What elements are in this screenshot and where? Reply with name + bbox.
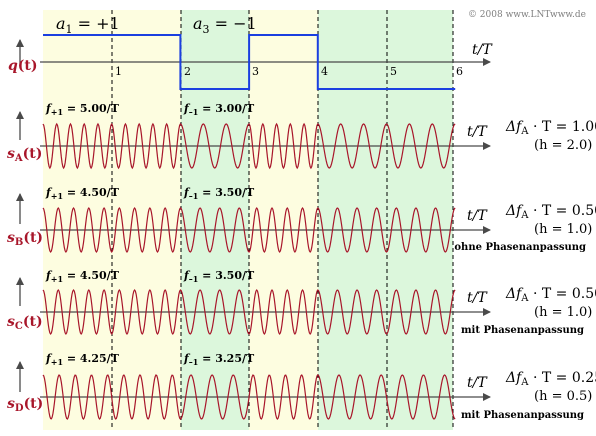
sD-h-label: (h = 0.5) xyxy=(534,389,592,404)
row-sA: sA(t) t/T f+1 = 5.00/T f–1 = 3.00/T ΔfA … xyxy=(7,102,596,170)
sC-delta-label: ΔfA · T = 0.50 xyxy=(505,286,596,304)
tick-label-6: 6 xyxy=(456,65,463,78)
sD-axis-label: sD(t) xyxy=(7,396,43,414)
sD-f-plus-label: f+1 = 4.25/T xyxy=(45,352,120,367)
sB-signal-trace xyxy=(42,206,456,254)
tick-label-2: 2 xyxy=(184,65,191,78)
background-bands xyxy=(43,10,453,430)
row-sB: sB(t) t/T f+1 = 4.50/T f–1 = 3.50/T ΔfA … xyxy=(7,186,596,254)
sA-h-label: (h = 2.0) xyxy=(534,138,592,153)
sD-f-minus-label: f–1 = 3.25/T xyxy=(183,352,255,367)
q-tick-labels: 1 2 3 4 5 6 xyxy=(115,65,463,78)
sC-h-label: (h = 1.0) xyxy=(534,305,592,320)
q-t-over-T-label: t/T xyxy=(472,42,493,58)
band-bit1 xyxy=(43,10,112,430)
sB-f-plus-label: f+1 = 4.50/T xyxy=(45,186,120,201)
sC-f-minus-label: f–1 = 3.50/T xyxy=(183,269,255,284)
copyright-text: © 2008 www.LNTwww.de xyxy=(468,10,586,20)
a3-label: a3 = −1 xyxy=(193,14,257,36)
sD-delta-label: ΔfA · T = 0.25 xyxy=(505,370,596,388)
sC-t-over-T-label: t/T xyxy=(467,290,488,306)
sB-h-label: (h = 1.0) xyxy=(534,222,592,237)
tick-label-1: 1 xyxy=(115,65,122,78)
band-bit3 xyxy=(181,10,250,430)
a1-label: a1 = +1 xyxy=(56,14,120,36)
band-bit2 xyxy=(112,10,181,430)
sA-axis-label: sA(t) xyxy=(7,146,42,164)
sB-delta-label: ΔfA · T = 0.50 xyxy=(505,203,596,221)
q-label-letter: q xyxy=(8,58,18,74)
sB-t-over-T-label: t/T xyxy=(467,208,488,224)
tick-label-3: 3 xyxy=(252,65,259,78)
sD-note: mit Phasenanpassung xyxy=(461,410,584,421)
row-sC: sC(t) t/T f+1 = 4.50/T f–1 = 3.50/T ΔfA … xyxy=(7,269,596,336)
sA-t-over-T-label: t/T xyxy=(467,124,488,140)
sA-f-minus-label: f–1 = 3.00/T xyxy=(183,102,255,117)
tick-label-5: 5 xyxy=(390,65,397,78)
tick-label-4: 4 xyxy=(321,65,328,78)
sA-f-plus-label: f+1 = 5.00/T xyxy=(45,102,120,117)
sB-note: ohne Phasenanpassung xyxy=(454,242,586,253)
q-signal-trace xyxy=(43,34,456,90)
sC-signal-trace xyxy=(42,288,456,336)
q-label-arg: (t) xyxy=(18,58,38,74)
sB-f-minus-label: f–1 = 3.50/T xyxy=(183,186,255,201)
band-bit6 xyxy=(387,10,453,430)
sC-f-plus-label: f+1 = 4.50/T xyxy=(45,269,120,284)
row-sD: sD(t) t/T f+1 = 4.25/T f–1 = 3.25/T ΔfA … xyxy=(7,352,596,421)
sB-axis-label: sB(t) xyxy=(7,230,43,248)
sD-signal-trace xyxy=(42,374,456,420)
sA-signal-trace xyxy=(42,122,456,170)
q-axis-label: q(t) xyxy=(8,58,38,74)
band-bit5 xyxy=(318,10,387,430)
q-panel: a1 = +1 a3 = −1 q(t) t/T 1 2 3 4 5 6 xyxy=(8,14,493,90)
band-bit4 xyxy=(249,10,318,430)
sC-note: mit Phasenanpassung xyxy=(461,325,584,336)
sC-axis-label: sC(t) xyxy=(7,314,43,332)
sD-t-over-T-label: t/T xyxy=(467,375,488,391)
sA-delta-label: ΔfA · T = 1.00 xyxy=(505,119,596,137)
